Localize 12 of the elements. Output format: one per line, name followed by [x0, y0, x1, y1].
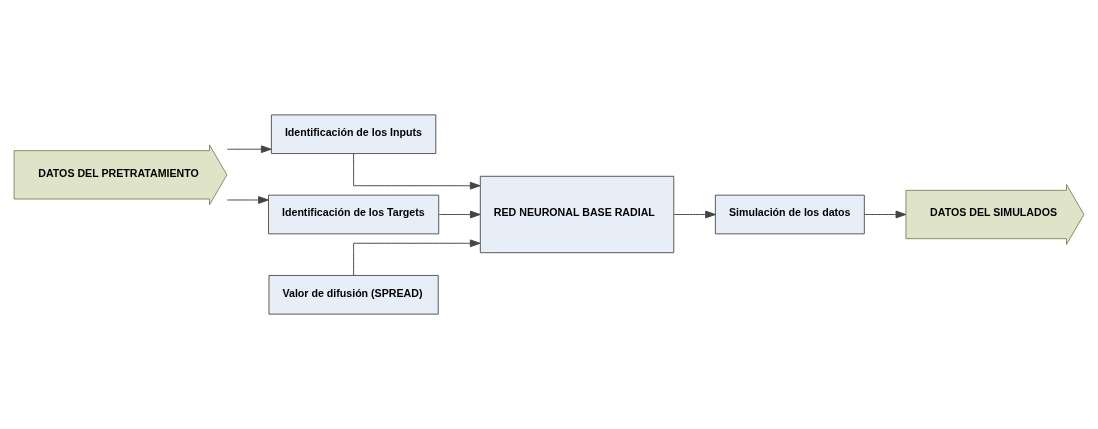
arrow — [438, 210, 481, 219]
arrow — [673, 210, 716, 219]
arrow — [226, 145, 272, 154]
node-box: Simulación de los datos — [714, 194, 865, 235]
arrow — [353, 239, 481, 276]
arrow — [226, 196, 269, 204]
node-box: RED NEURONAL BASE RADIAL — [479, 175, 675, 254]
node-box: Identificación de los Targets — [268, 194, 440, 235]
arrow — [864, 210, 907, 219]
node-box: Identificación de los Inputs — [270, 114, 437, 155]
node-box: Valor de difusión (SPREAD) — [268, 274, 439, 315]
arrow — [353, 153, 481, 190]
